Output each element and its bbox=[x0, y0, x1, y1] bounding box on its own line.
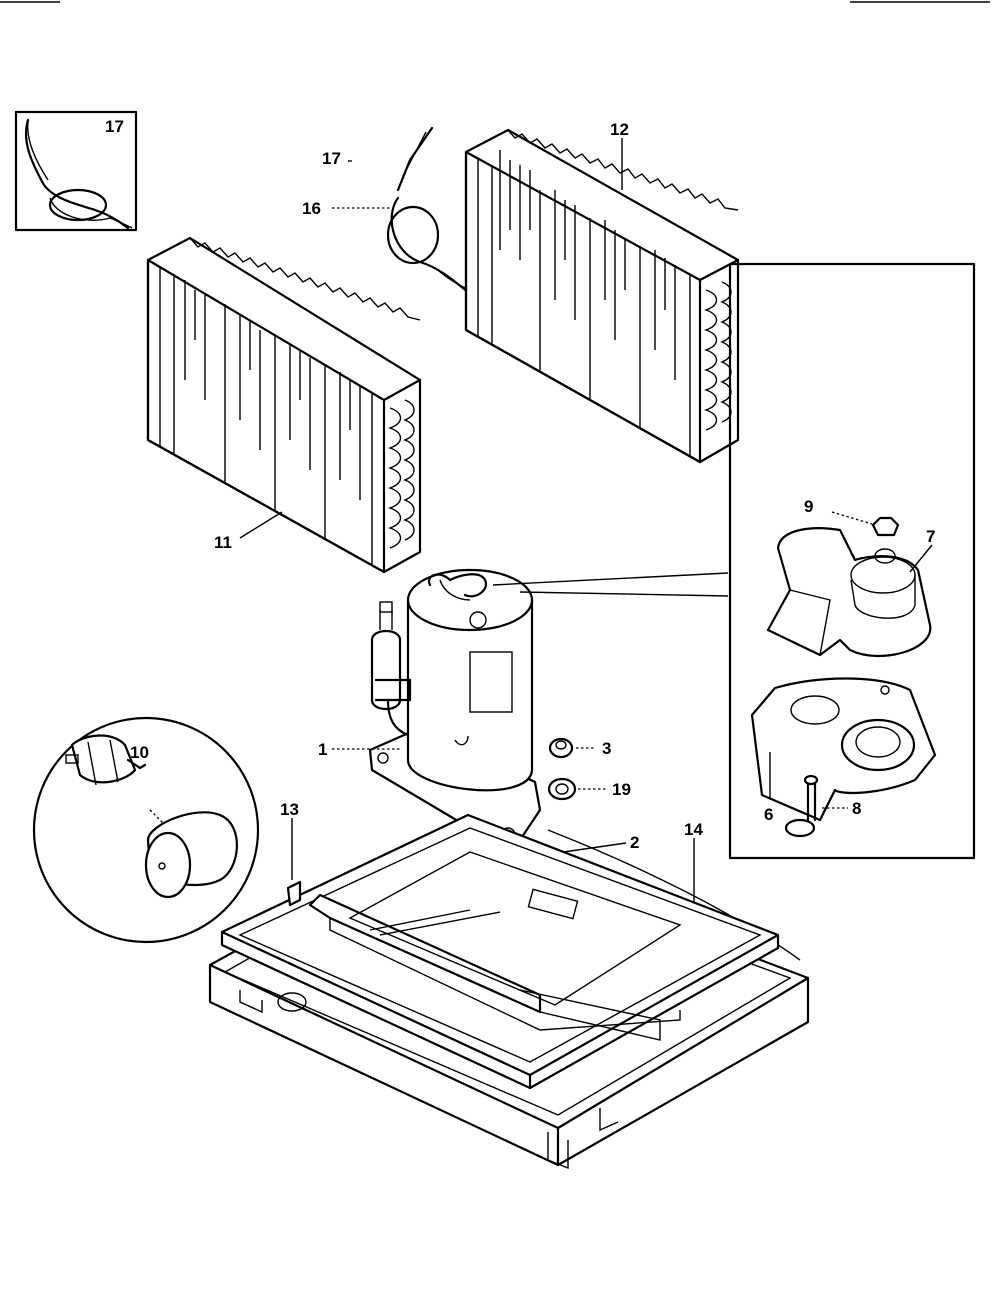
overload-detail-box: 7 9 6 8 bbox=[728, 262, 976, 860]
callout-11: 11 bbox=[214, 533, 232, 552]
capacitor-detail: 10 bbox=[32, 716, 260, 944]
capillary-tube: 17 16 bbox=[302, 126, 471, 294]
evaporator-coil: 11 bbox=[146, 236, 422, 574]
inset-capillary-box: 17 bbox=[14, 110, 138, 232]
callout-16: 16 bbox=[302, 199, 321, 218]
callout-8: 8 bbox=[852, 799, 861, 818]
callout-10: 10 bbox=[130, 743, 149, 762]
callout-7: 7 bbox=[926, 527, 935, 546]
compressor: 1 bbox=[318, 568, 729, 843]
callout-6: 6 bbox=[764, 805, 773, 824]
callout-9: 9 bbox=[804, 497, 813, 516]
callout-2: 2 bbox=[630, 833, 639, 852]
condenser-coil: 12 bbox=[464, 120, 740, 464]
callout-14: 14 bbox=[684, 820, 703, 839]
callout-17-inset: 17 bbox=[105, 117, 124, 136]
callout-17-main: 17 bbox=[322, 149, 341, 168]
callout-19: 19 bbox=[612, 780, 631, 799]
callout-12: 12 bbox=[610, 120, 629, 139]
callout-13: 13 bbox=[280, 800, 299, 819]
callout-1: 1 bbox=[318, 740, 327, 759]
callout-3: 3 bbox=[602, 739, 611, 758]
drain-pan: 13 bbox=[220, 800, 780, 1090]
